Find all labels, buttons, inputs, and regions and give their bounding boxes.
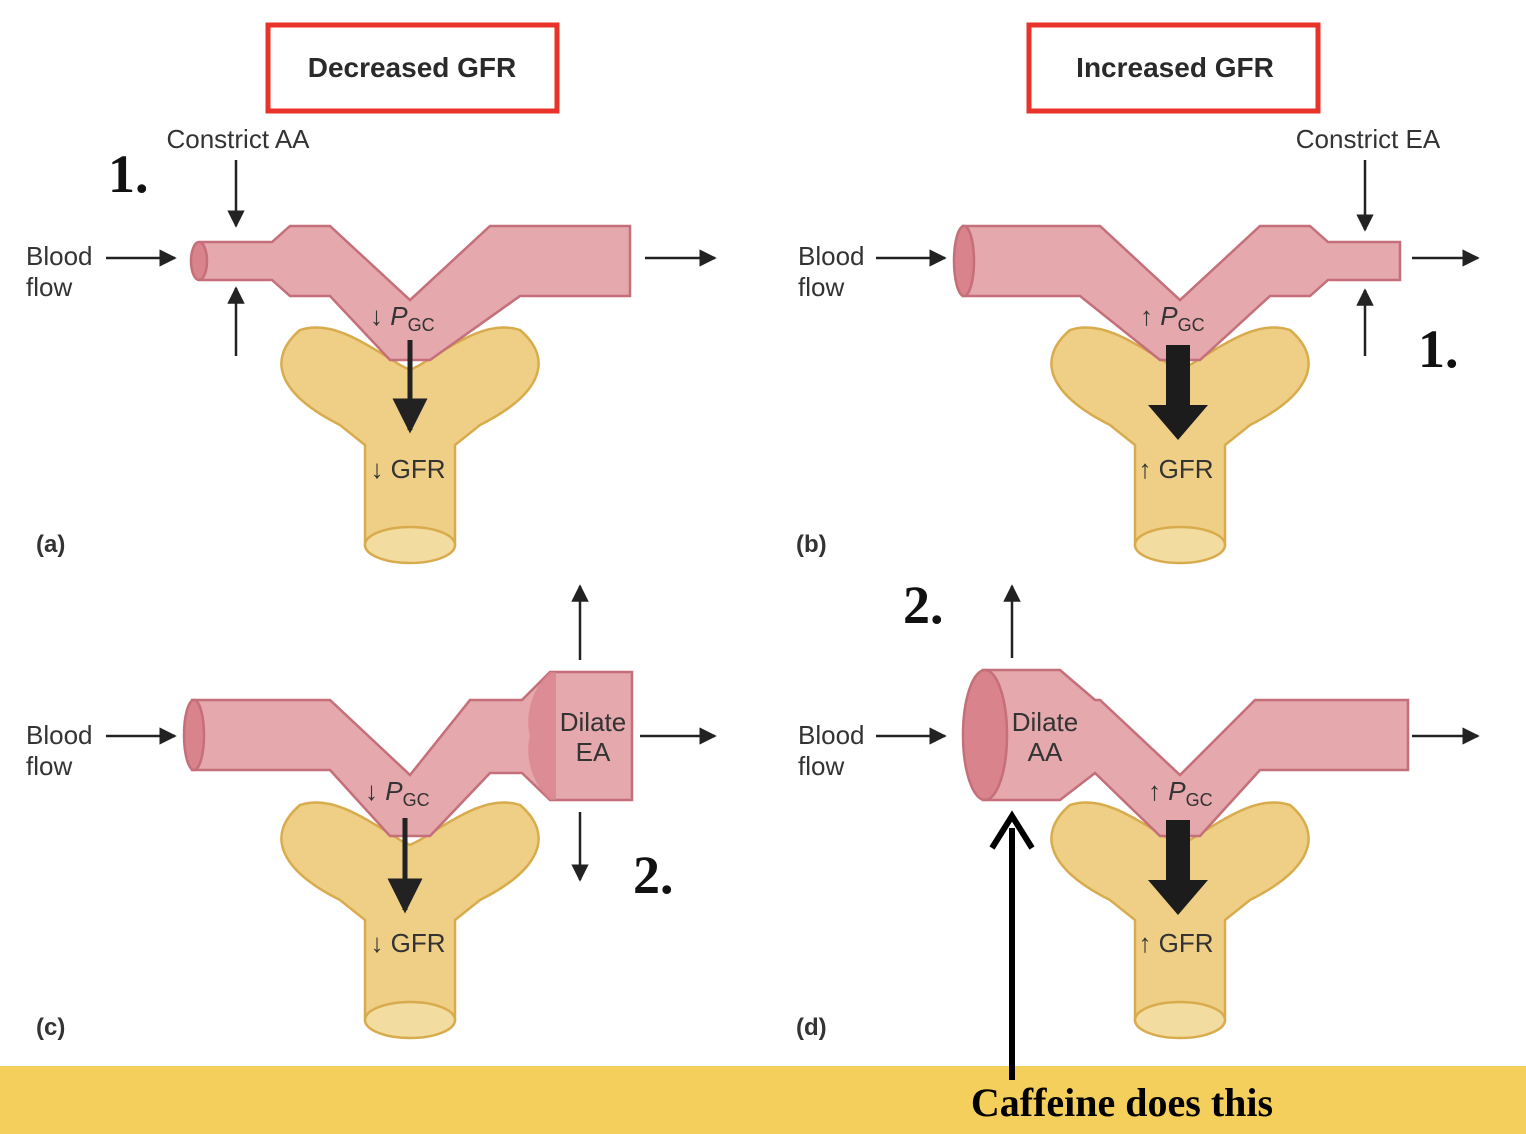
panel-tag-a: (a): [36, 531, 65, 558]
step-2-left: 2.: [633, 845, 674, 905]
constrict-aa-label: Constrict AA: [166, 124, 310, 154]
filtration-arrow-d: [1148, 820, 1208, 915]
vessel-a: [198, 224, 632, 362]
blood-label-a: Blood: [26, 241, 93, 271]
tubule-opening-c: [363, 1000, 457, 1040]
increased-gfr-label: Increased GFR: [1076, 52, 1274, 83]
constrict-ea-label: Constrict EA: [1296, 124, 1441, 154]
vessel-end-d: [961, 668, 1009, 802]
panel-d: Dilate AA 2. Blood flow ↑ PGC ↑ GFR (d): [796, 575, 1480, 1041]
tubule-opening-d: [1133, 1000, 1227, 1040]
decreased-gfr-label: Decreased GFR: [308, 52, 517, 83]
caffeine-note: Caffeine does this: [971, 1080, 1273, 1125]
flow-label-d: flow: [798, 751, 844, 781]
panel-tag-c: (c): [36, 1014, 65, 1041]
vessel-c: [190, 670, 634, 838]
pgc-label-d: ↑ PGC: [1148, 776, 1213, 810]
tubule-opening-b: [1133, 525, 1227, 565]
filtration-arrow-b: [1148, 345, 1208, 440]
step-1-left: 1.: [108, 144, 149, 204]
caffeine-pointer-head: [989, 810, 1035, 850]
dilate-label-c: Dilate: [560, 707, 626, 737]
gfr-label-d: ↑ GFR: [1138, 928, 1213, 958]
panel-b: Constrict EA 1. Blood flow ↑ PGC ↑ GFR (…: [796, 124, 1480, 565]
gfr-label-c: ↓ GFR: [370, 928, 445, 958]
dilate-label-d: Dilate: [1012, 707, 1078, 737]
decreased-gfr-box: [265, 22, 560, 114]
step-2-right: 2.: [903, 575, 944, 635]
increased-gfr-box: [1026, 22, 1321, 114]
gfr-label-b: ↑ GFR: [1138, 454, 1213, 484]
tubule-opening-a: [363, 525, 457, 565]
vessel-end-c: [182, 698, 206, 772]
vessel-end-a: [189, 240, 209, 282]
flow-label-b: flow: [798, 272, 844, 302]
caffeine-band: [0, 1066, 1526, 1134]
vessel-b: [961, 224, 1402, 362]
panel-c: Dilate EA 2. Blood flow ↓ PGC ↓ GFR (c): [26, 584, 717, 1041]
blood-label-c: Blood: [26, 720, 93, 750]
vessel-end-b: [952, 224, 976, 298]
gfr-label-a: ↓ GFR: [370, 454, 445, 484]
dilate-ea-shade: [528, 672, 556, 800]
blood-label-b: Blood: [798, 241, 865, 271]
blood-label-d: Blood: [798, 720, 865, 750]
pgc-label-b: ↑ PGC: [1140, 301, 1205, 335]
vessel-d: [981, 668, 1410, 838]
flow-label-a: flow: [26, 272, 72, 302]
flow-label-c: flow: [26, 751, 72, 781]
pgc-label-c: ↓ PGC: [365, 776, 430, 810]
panel-a: Constrict AA 1. Blood flow ↓ PGC ↓ GFR (…: [26, 124, 717, 565]
step-1-right: 1.: [1418, 319, 1459, 379]
ea-label-c: EA: [576, 737, 611, 767]
pgc-label-a: ↓ PGC: [370, 301, 435, 335]
panel-tag-b: (b): [796, 531, 827, 558]
aa-label-d: AA: [1028, 737, 1063, 767]
panel-tag-d: (d): [796, 1014, 827, 1041]
